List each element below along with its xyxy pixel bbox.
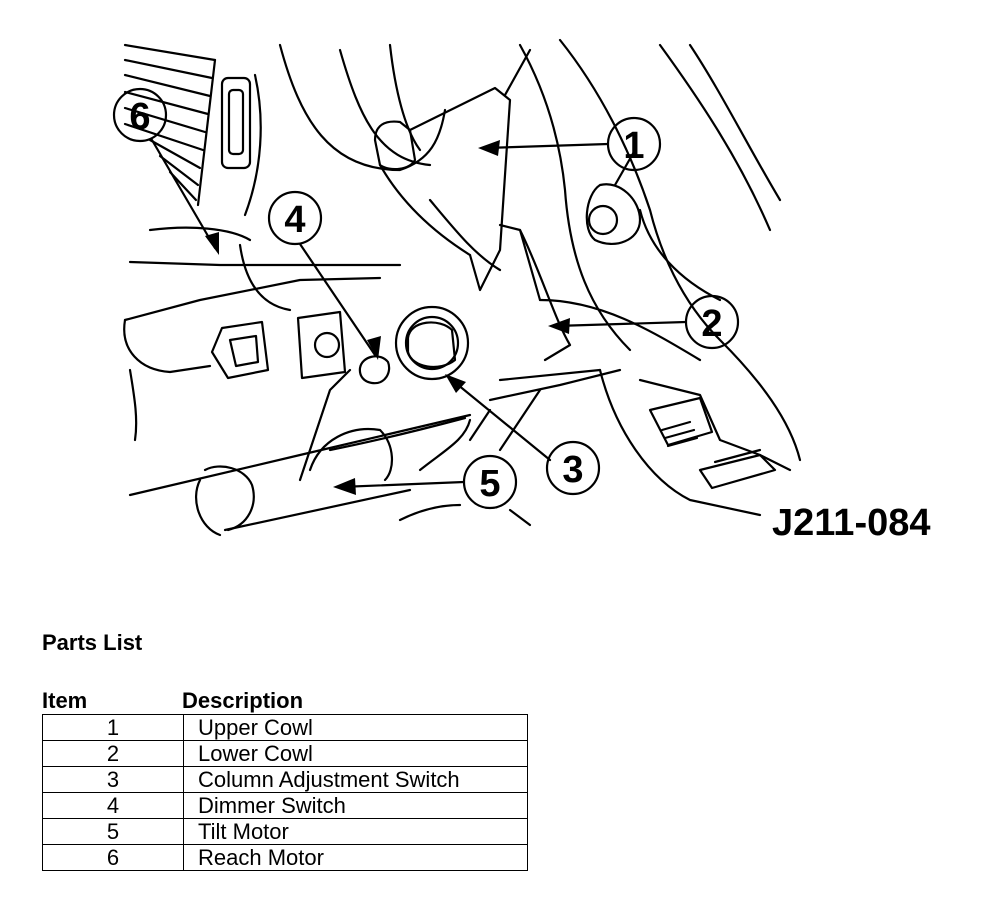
- figure-code: J211-084: [772, 502, 931, 544]
- item-number: 1: [42, 714, 184, 741]
- callout-label-6: 6: [129, 96, 150, 138]
- item-description: Dimmer Switch: [183, 792, 528, 819]
- parts-list-header: Item Description: [42, 688, 528, 714]
- item-description: Tilt Motor: [183, 818, 528, 845]
- upper-cowl: [373, 48, 532, 292]
- item-number: 2: [42, 740, 184, 767]
- item-description: Reach Motor: [183, 844, 528, 871]
- item-number: 3: [42, 766, 184, 793]
- header-description: Description: [182, 688, 304, 713]
- callout-label-2: 2: [701, 303, 722, 345]
- parts-list: Item Description 1 Upper Cowl 2 Lower Co…: [42, 688, 528, 871]
- reach-motor: [123, 226, 402, 442]
- steering-column-illustration: 6 4 1 2 3 5: [112, 38, 802, 537]
- leader-lines: [150, 138, 688, 489]
- table-row: 2 Lower Cowl: [42, 740, 528, 767]
- arrowheads: [205, 140, 570, 495]
- side-panel: [598, 368, 792, 517]
- header-item: Item: [42, 688, 88, 713]
- parts-table: 1 Upper Cowl 2 Lower Cowl 3 Column Adjus…: [42, 714, 528, 871]
- table-row: 3 Column Adjustment Switch: [42, 766, 528, 793]
- callout-label-1: 1: [623, 125, 644, 167]
- dimmer-switch: [210, 310, 391, 385]
- column-adjustment-switch: [394, 305, 470, 381]
- callout-label-5: 5: [479, 463, 500, 505]
- item-description: Column Adjustment Switch: [183, 766, 528, 793]
- item-number: 4: [42, 792, 184, 819]
- item-number: 6: [42, 844, 184, 871]
- callout-label-4: 4: [284, 199, 305, 241]
- table-row: 6 Reach Motor: [42, 844, 528, 871]
- table-row: 1 Upper Cowl: [42, 714, 528, 741]
- table-row: 5 Tilt Motor: [42, 818, 528, 845]
- lower-cowl: [498, 148, 722, 362]
- callout-label-3: 3: [562, 449, 583, 491]
- item-number: 5: [42, 818, 184, 845]
- table-row: 4 Dimmer Switch: [42, 792, 528, 819]
- parts-list-title: Parts List: [42, 630, 143, 655]
- tilt-motor: [128, 368, 622, 537]
- item-description: Lower Cowl: [183, 740, 528, 767]
- item-description: Upper Cowl: [183, 714, 528, 741]
